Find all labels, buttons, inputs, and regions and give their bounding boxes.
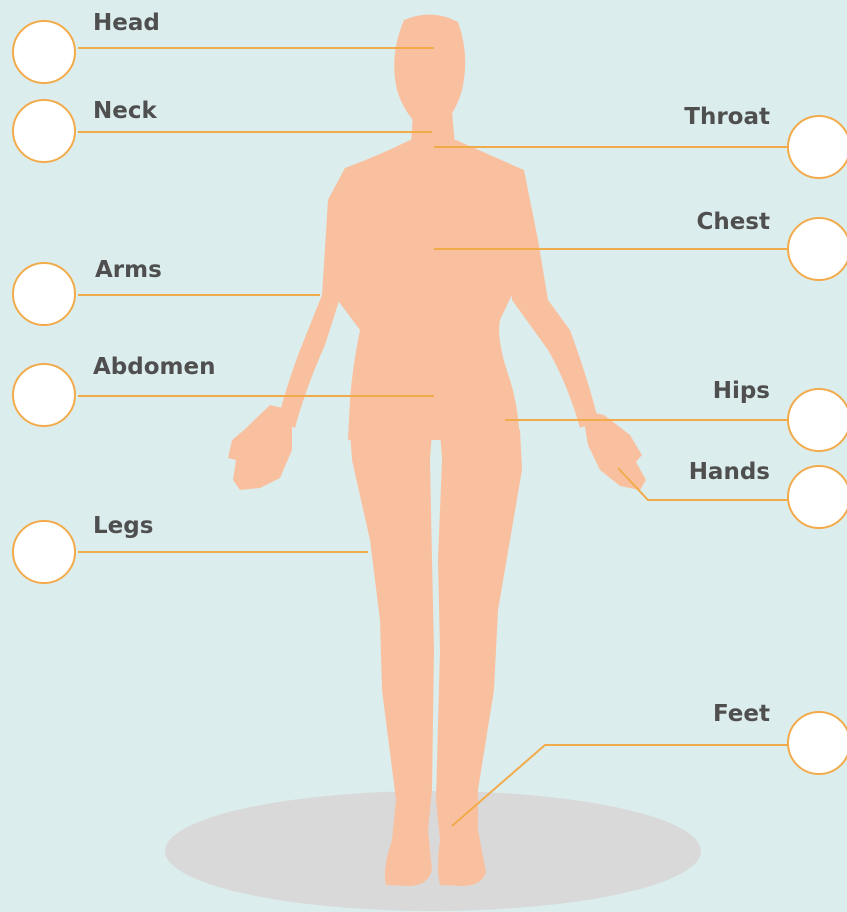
marker-hands[interactable] bbox=[787, 465, 847, 529]
marker-legs[interactable] bbox=[12, 520, 76, 584]
marker-throat[interactable] bbox=[787, 115, 847, 179]
label-throat: Throat bbox=[684, 106, 770, 129]
left-hand-shape bbox=[228, 405, 292, 490]
marker-feet[interactable] bbox=[787, 711, 847, 775]
label-head: Head bbox=[93, 12, 160, 35]
label-legs: Legs bbox=[93, 515, 153, 538]
marker-abdomen[interactable] bbox=[12, 363, 76, 427]
label-hips: Hips bbox=[713, 380, 770, 403]
label-hands: Hands bbox=[689, 461, 770, 484]
label-arms: Arms bbox=[95, 259, 162, 282]
label-feet: Feet bbox=[713, 703, 770, 726]
label-neck: Neck bbox=[93, 100, 157, 123]
label-chest: Chest bbox=[696, 211, 770, 234]
marker-chest[interactable] bbox=[787, 217, 847, 281]
right-hand-shape bbox=[582, 410, 646, 490]
body-silhouette bbox=[228, 14, 646, 886]
marker-neck[interactable] bbox=[12, 99, 76, 163]
right-arm-shape bbox=[505, 170, 598, 428]
floor-shadow bbox=[165, 791, 701, 911]
label-abdomen: Abdomen bbox=[93, 356, 215, 379]
marker-hips[interactable] bbox=[787, 388, 847, 452]
marker-head[interactable] bbox=[12, 20, 76, 84]
marker-arms[interactable] bbox=[12, 262, 76, 326]
